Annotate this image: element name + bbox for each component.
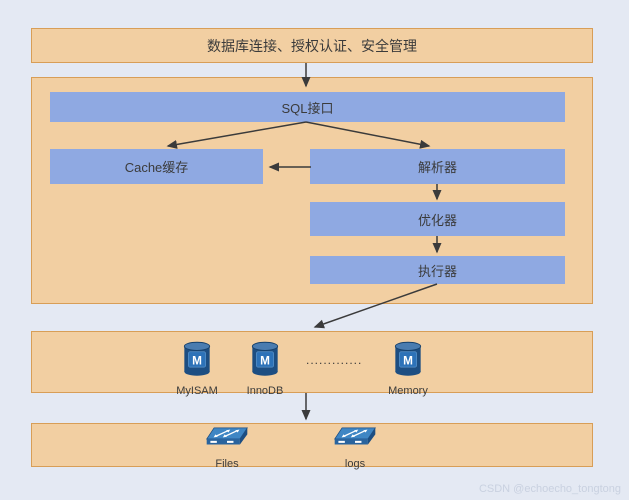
mysql-database-icon: M [391, 340, 425, 383]
connection-auth-box: 数据库连接、授权认证、安全管理 [31, 28, 593, 63]
engine-myisam: M MyISAM [163, 340, 231, 397]
mysql-database-icon: M [248, 340, 282, 383]
executor-label: 执行器 [417, 263, 457, 279]
optimizer-bar: 优化器 [310, 202, 565, 236]
storage-engines-box [31, 331, 593, 393]
optimizer-label: 优化器 [417, 212, 457, 228]
cache-bar: Cache缓存 [50, 149, 263, 184]
myisam-label: MyISAM [176, 385, 218, 397]
logs-label: logs [344, 458, 366, 470]
csdn-watermark: CSDN @echoecho_tongtong [478, 483, 621, 495]
files-icon [203, 427, 251, 456]
sql-interface-bar: SQL接口 [50, 92, 565, 122]
svg-text:M: M [192, 354, 202, 367]
cache-label: Cache缓存 [124, 160, 189, 175]
memory-label: Memory [388, 385, 428, 397]
sql-interface-label: SQL接口 [281, 100, 334, 116]
engine-innodb: M InnoDB [231, 340, 299, 397]
logs-item: logs [325, 427, 385, 470]
executor-bar: 执行器 [310, 256, 565, 284]
svg-text:M: M [260, 354, 270, 367]
mysql-database-icon: M [180, 340, 214, 383]
files-logs-box [31, 423, 593, 467]
files-label: Files [215, 458, 239, 470]
parser-bar: 解析器 [310, 149, 565, 184]
parser-label: 解析器 [417, 160, 457, 175]
svg-text:M: M [403, 354, 413, 367]
files-item: Files [197, 427, 257, 470]
innodb-label: InnoDB [246, 385, 284, 397]
connection-auth-label: 数据库连接、授权认证、安全管理 [207, 37, 417, 54]
engine-memory: M Memory [374, 340, 442, 397]
more-engines-ellipsis: ............. [306, 353, 363, 367]
logs-icon [331, 427, 379, 456]
